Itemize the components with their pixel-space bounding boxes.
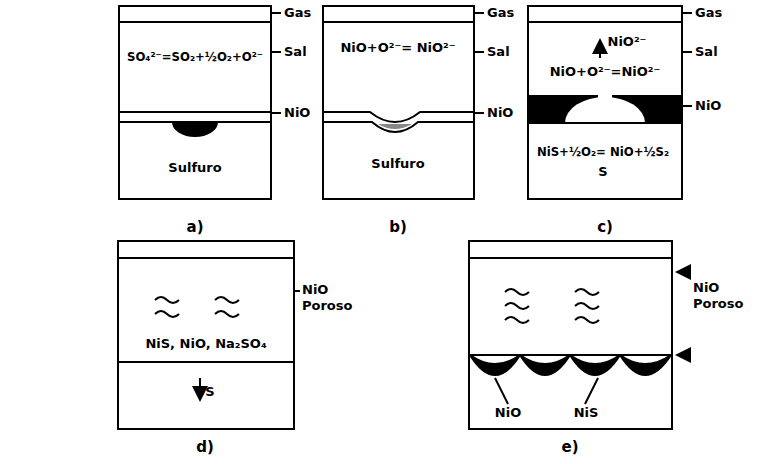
layer-label: NiO: [487, 105, 513, 121]
layer-label: Sal: [487, 44, 510, 60]
layer-label: NiO: [695, 98, 721, 114]
panel-caption: a): [187, 218, 204, 236]
reaction-text: NiO: [495, 406, 521, 421]
reaction-text: S: [205, 385, 214, 400]
reaction-text: Sulfuro: [168, 161, 221, 176]
reaction-text: SO₄²⁻=SO₂+½O₂+O²⁻: [127, 51, 263, 64]
layer-label: Gas: [284, 5, 311, 21]
layer-label: NiO: [284, 105, 310, 121]
panel-caption: e): [561, 438, 578, 456]
layer-label: Sal: [695, 44, 718, 60]
reaction-text: NiS: [574, 406, 599, 421]
layer-label: Sal: [284, 44, 307, 60]
panel-caption: d): [196, 438, 214, 456]
panel-d: NiS, NiO, Na₂SO₄ S: [117, 240, 295, 430]
panel-c: NiO²⁻ NiO+O²⁻=NiO²⁻ NiS+½O₂= NiO+½S₂ S: [527, 5, 683, 200]
panel-caption: c): [597, 218, 613, 236]
reaction-text: Sulfuro: [371, 157, 424, 172]
panel-caption: b): [389, 218, 407, 236]
reaction-text: NiS, NiO, Na₂SO₄: [145, 337, 266, 352]
reaction-text: NiS+½O₂= NiO+½S₂: [537, 146, 669, 159]
reaction-text: S: [598, 165, 607, 180]
panel-a: SO₄²⁻=SO₂+½O₂+O²⁻ Sulfuro: [118, 5, 272, 200]
reaction-text: NiO+O²⁻=NiO²⁻: [550, 65, 661, 80]
layer-label: Gas: [487, 5, 514, 21]
layer-label: NiO Poroso: [302, 282, 364, 313]
layer-label: Gas: [695, 5, 722, 21]
layer-label: NiO Poroso: [693, 280, 759, 311]
reaction-text: NiO²⁻: [608, 35, 647, 50]
panel-e: NiO NiS: [468, 240, 673, 430]
panel-b: NiO+O²⁻= NiO²⁻ Sulfuro: [322, 5, 475, 200]
reaction-text: NiO+O²⁻= NiO²⁻: [340, 41, 455, 56]
